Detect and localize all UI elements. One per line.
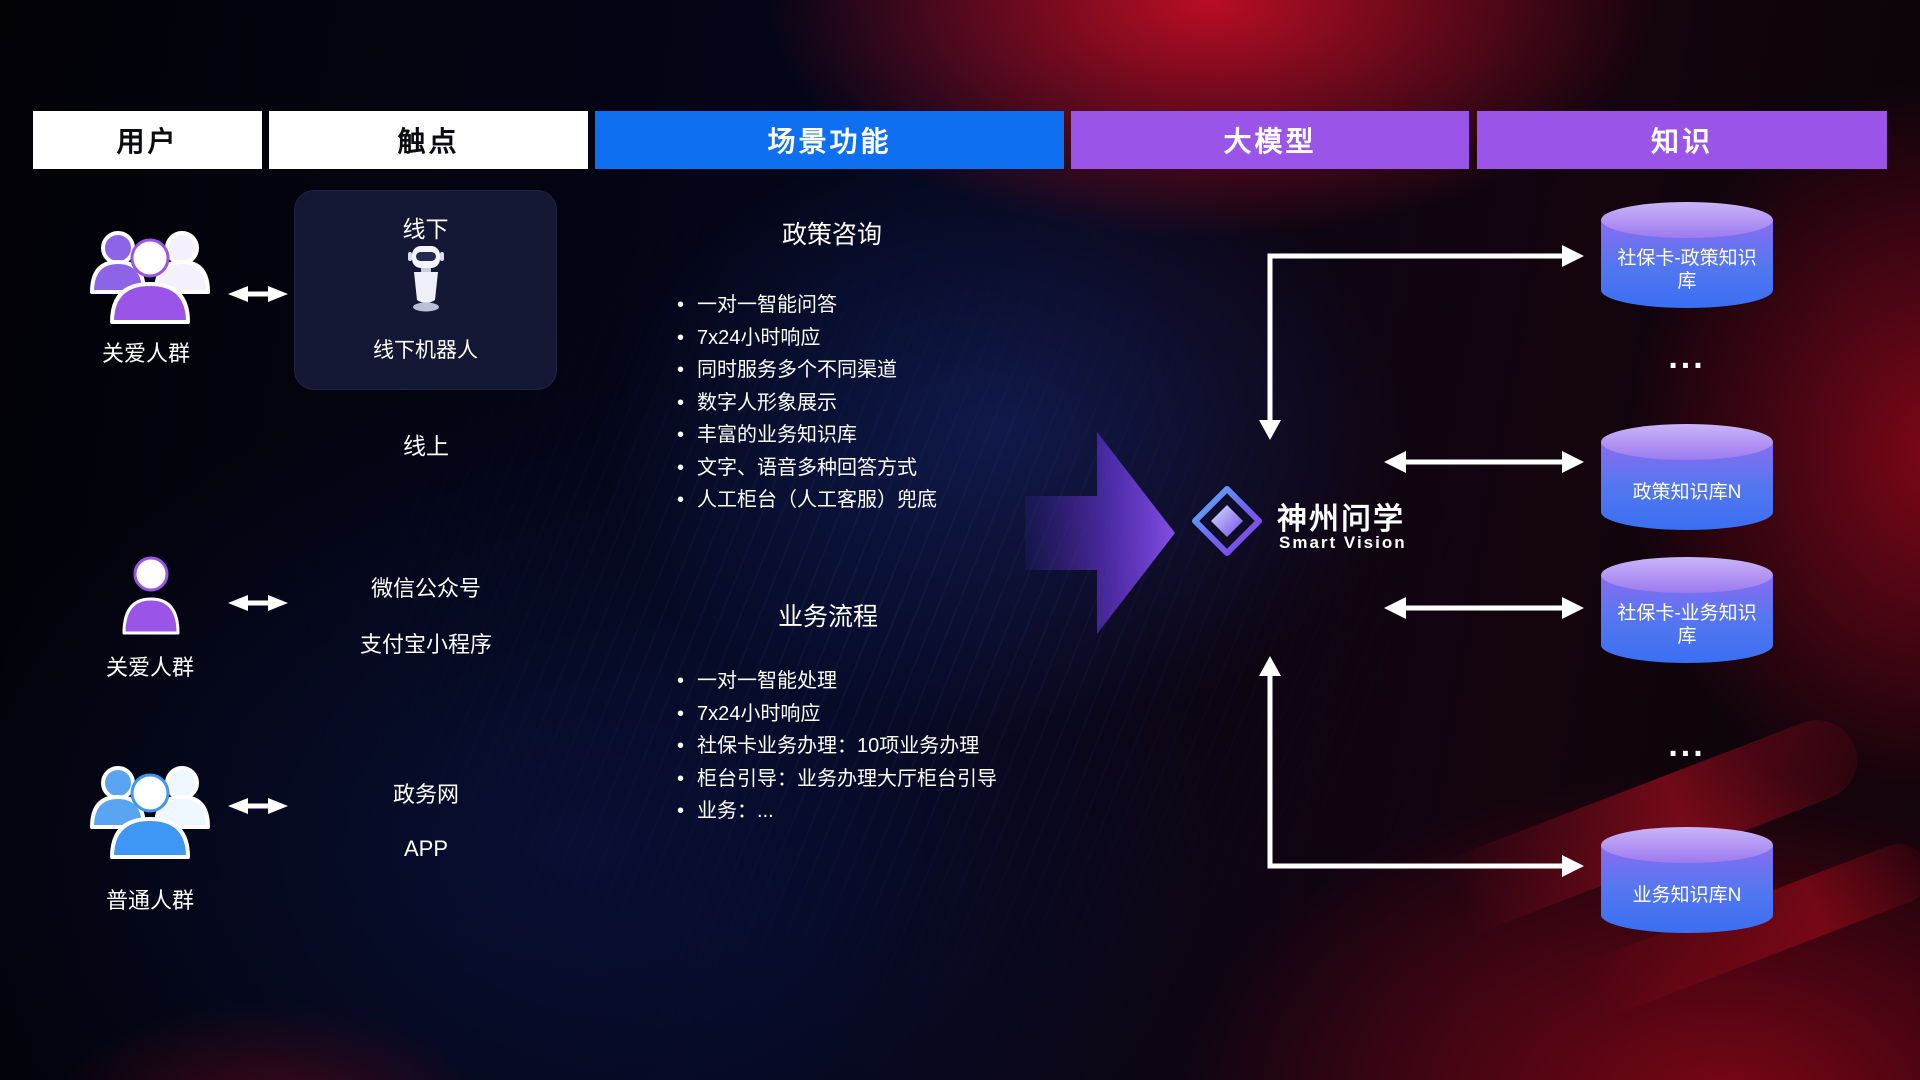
robot-icon: [403, 244, 449, 319]
offline-robot-label: 线下机器人: [373, 339, 478, 362]
db-label: 社保卡-业务知识库: [1601, 575, 1773, 663]
list-item: 柜台引导：业务办理大厅柜台引导: [677, 763, 997, 796]
user-group1-label: 关爱人群: [101, 341, 190, 366]
list-item: 7x24小时响应: [677, 698, 997, 731]
list-item: 一对一智能问答: [677, 289, 937, 322]
user-group-blue-icon: [84, 753, 216, 866]
header-large-model: 大模型: [1071, 111, 1469, 169]
channel-alipay-miniprogram: 支付宝小程序: [359, 632, 492, 657]
list-item: 数字人形象展示: [677, 387, 937, 420]
business-process-list: 一对一智能处理 7x24小时响应 社保卡业务办理：10项业务办理 柜台引导：业务…: [677, 665, 997, 828]
header-user: 用户: [33, 111, 262, 169]
list-item: 同时服务多个不同渠道: [677, 354, 937, 387]
smart-vision-logo-icon: [1192, 486, 1262, 561]
ellipsis: ...: [1668, 338, 1706, 376]
list-item: 文字、语音多种回答方式: [677, 452, 937, 485]
list-item: 7x24小时响应: [677, 322, 937, 355]
user-group-purple-icon: [84, 218, 216, 331]
list-item: 业务：...: [677, 795, 997, 828]
policy-consult-list: 一对一智能问答 7x24小时响应 同时服务多个不同渠道 数字人形象展示 丰富的业…: [677, 289, 937, 517]
user-person-purple-icon: [118, 553, 184, 642]
db-cylinder-top: [1601, 424, 1773, 460]
list-item: 丰富的业务知识库: [677, 419, 937, 452]
offline-title: 线下: [402, 216, 449, 242]
channel-gov-web: 政务网: [392, 782, 459, 807]
header-touchpoint: 触点: [269, 111, 588, 169]
flow-arrow-icon: [1025, 418, 1175, 653]
db-policy-socialcard: 社保卡-政策知识库: [1601, 202, 1773, 308]
db-business-n: 业务知识库N: [1601, 827, 1773, 933]
header-scenario-function: 场景功能: [595, 111, 1064, 169]
channel-wechat: 微信公众号: [370, 576, 481, 601]
user-group3-label: 普通人群: [105, 888, 194, 913]
model-name: 神州问学: [1277, 503, 1405, 536]
list-item: 社保卡业务办理：10项业务办理: [677, 730, 997, 763]
list-item: 人工柜台（人工客服）兜底: [677, 484, 937, 517]
header-knowledge: 知识: [1477, 111, 1887, 169]
db-policy-n: 政策知识库N: [1601, 424, 1773, 530]
user-group2-label: 关爱人群: [105, 655, 194, 680]
db-cylinder-top: [1601, 202, 1773, 238]
db-cylinder-top: [1601, 557, 1773, 593]
business-process-title: 业务流程: [777, 603, 878, 631]
db-business-socialcard: 社保卡-业务知识库: [1601, 557, 1773, 663]
policy-consult-title: 政策咨询: [781, 221, 882, 249]
list-item: 一对一智能处理: [677, 665, 997, 698]
model-subtitle: Smart Vision: [1279, 533, 1407, 552]
online-title: 线上: [403, 433, 449, 459]
db-cylinder-top: [1601, 827, 1773, 863]
ellipsis: ...: [1668, 726, 1706, 764]
offline-touchpoint-card: 线下 线下机器人: [294, 190, 557, 390]
channel-app: APP: [403, 836, 449, 861]
